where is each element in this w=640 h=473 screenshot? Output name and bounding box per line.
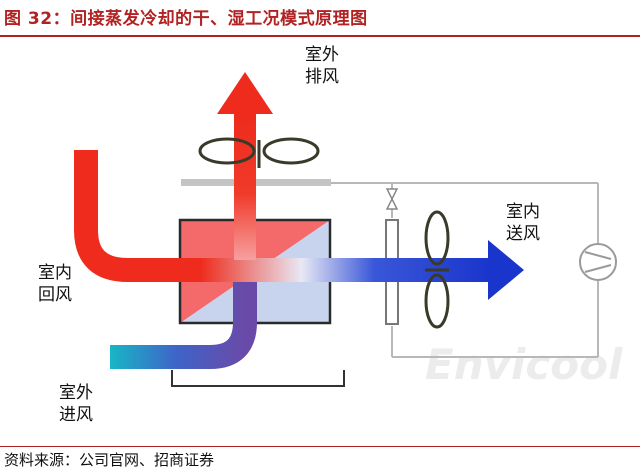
supply-fan-icon xyxy=(424,210,450,329)
title-rule xyxy=(0,35,640,37)
figure-title: 图 32：间接蒸发冷却的干、湿工况模式原理图 xyxy=(4,9,368,29)
intake-air-flow xyxy=(110,265,257,369)
label-indoor-supply: 室内 送风 xyxy=(506,202,540,244)
label-outdoor-intake: 室外 进风 xyxy=(59,383,93,425)
watermark-logo: Envicool xyxy=(425,340,623,389)
compressor-icon xyxy=(579,243,617,281)
exhaust-arrow-head xyxy=(217,72,273,114)
source-note: 资料来源：公司官网、招商证券 xyxy=(4,451,215,469)
source-rule xyxy=(0,446,640,447)
label-indoor-return: 室内 回风 xyxy=(38,263,72,305)
evaporative-cooling-diagram xyxy=(74,72,617,387)
valve-icon xyxy=(385,188,399,210)
supply-arrow-head xyxy=(488,240,524,300)
exhaust-fan-icon xyxy=(198,137,320,168)
base-bracket xyxy=(171,370,345,387)
return-air-flow xyxy=(74,150,205,282)
exhaust-air-flow xyxy=(234,112,256,260)
label-outdoor-exhaust: 室外 排风 xyxy=(305,45,339,87)
